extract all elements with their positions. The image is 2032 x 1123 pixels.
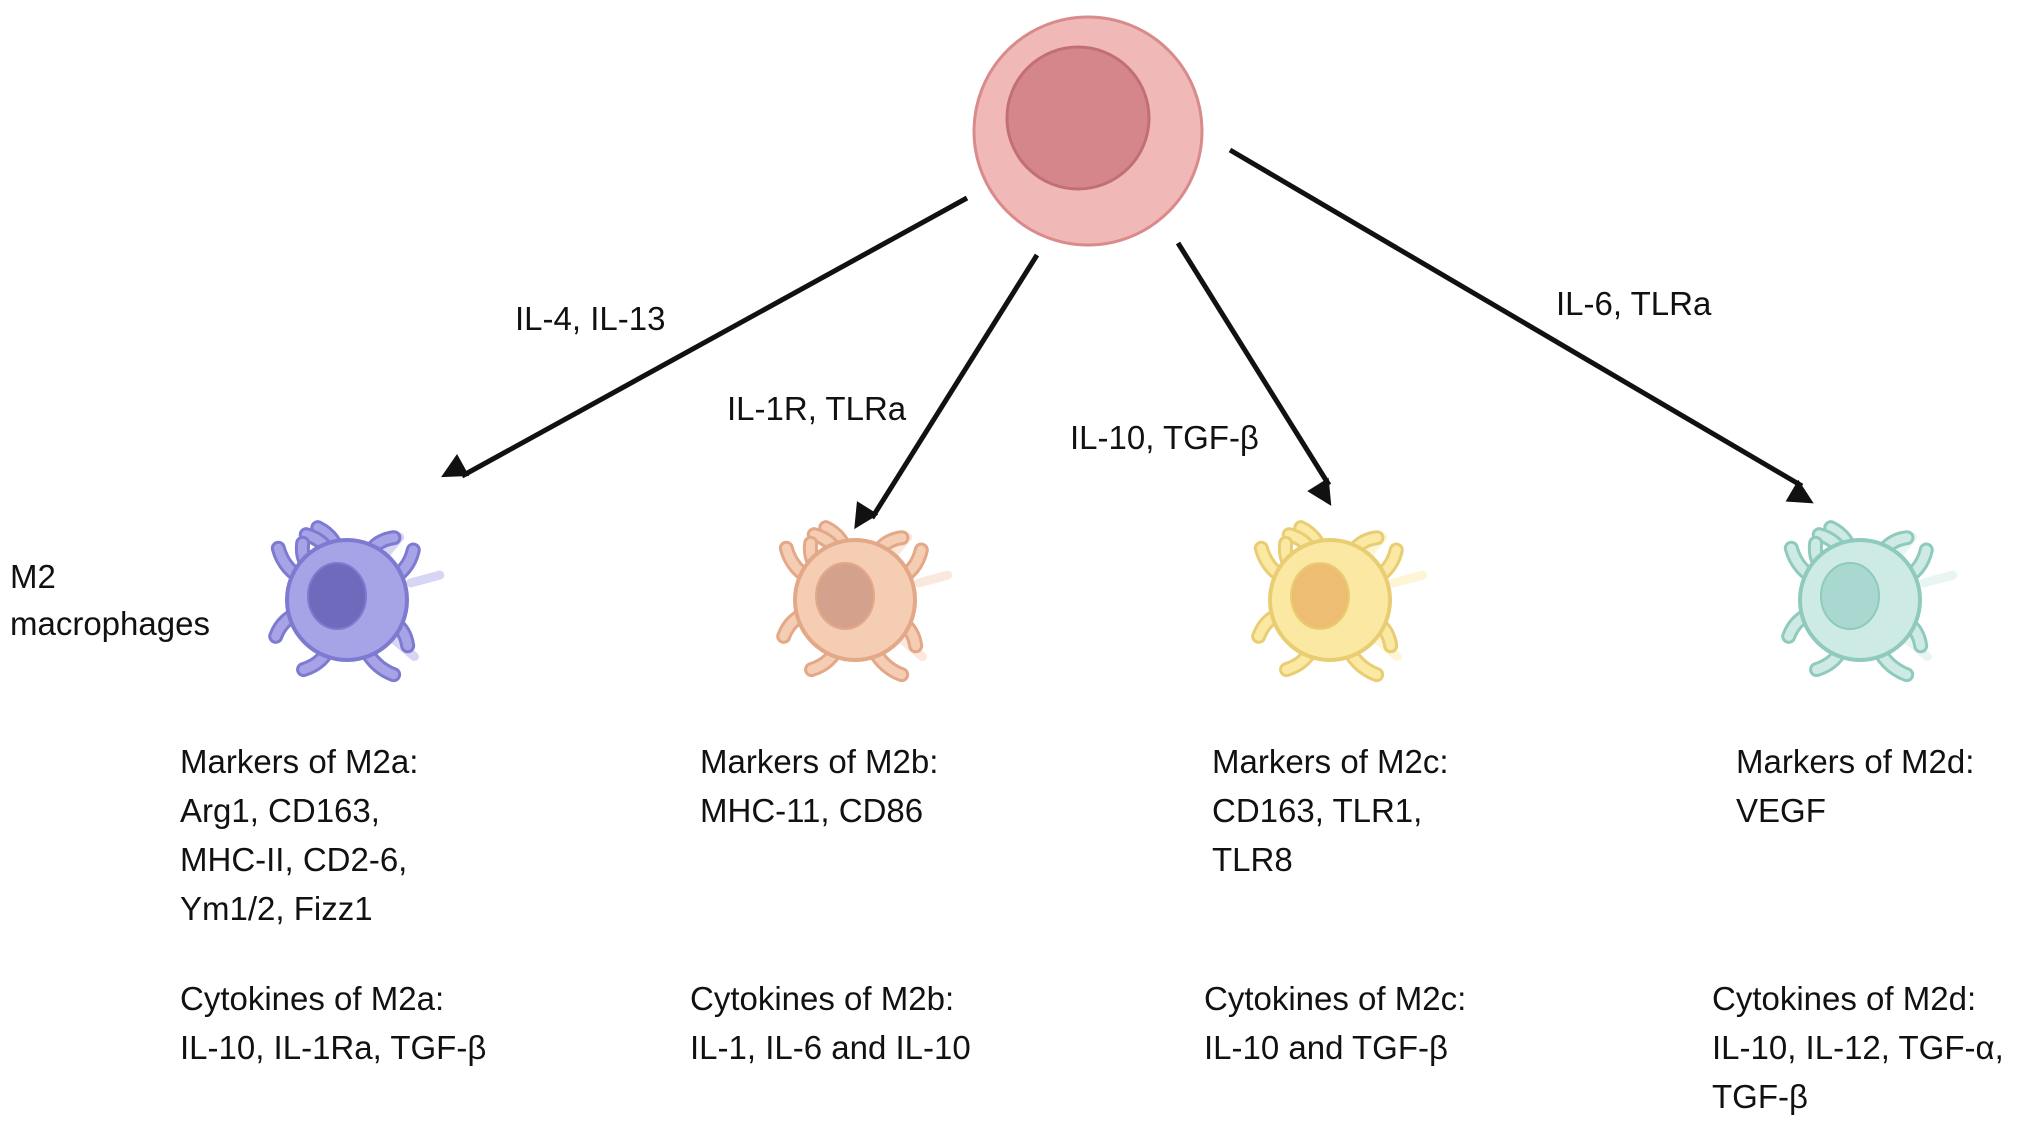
cytokines-m2c: Cytokines of M2c: IL-10 and TGF-β [1204, 974, 1466, 1072]
cell-nucleus [815, 562, 875, 630]
arrow-to-m2c [1175, 241, 1332, 506]
cytokines-m2a: Cytokines of M2a: IL-10, IL-1Ra, TGF-β [180, 974, 486, 1072]
cytokines-line: TGF-β [1712, 1078, 1808, 1115]
cytokines-title-m2b: Cytokines of M2b: [690, 980, 955, 1017]
arrow-to-m2b [854, 253, 1040, 530]
stimulus-label-m2b: IL-1R, TLRa [727, 390, 907, 427]
markers-m2d: Markers of M2d: VEGF [1736, 737, 1974, 835]
macrophage-cells [268, 520, 1958, 683]
markers-line: MHC-II, CD2-6, [180, 841, 408, 878]
markers-line: TLR8 [1212, 841, 1293, 878]
arrow-to-m2d [1228, 147, 1814, 504]
cell-type-label: M2 macrophages [10, 558, 210, 642]
stimulus-label-m2d: IL-6, TLRa [1556, 285, 1712, 322]
cytokines-title-m2c: Cytokines of M2c: [1204, 980, 1467, 1017]
cytokines-m2d: Cytokines of M2d: IL-10, IL-12, TGF-α, T… [1712, 974, 2004, 1121]
macrophage-m2c [1251, 520, 1428, 683]
cytokines-m2b: Cytokines of M2b: IL-1, IL-6 and IL-10 [690, 974, 971, 1072]
cytokines-line: IL-10, IL-12, TGF-α, [1712, 1029, 2004, 1066]
macrophage-m2a [268, 520, 445, 683]
markers-title-m2d: Markers of M2d: [1736, 743, 1975, 780]
markers-m2c: Markers of M2c: CD163, TLR1, TLR8 [1212, 737, 1449, 884]
cell-process-faint [1389, 570, 1428, 588]
stimulus-label-m2c: IL-10, TGF-β [1070, 419, 1259, 456]
cell-process-faint [914, 570, 953, 588]
cytokines-title-m2a: Cytokines of M2a: [180, 980, 445, 1017]
cell-nucleus [1820, 562, 1880, 630]
source-cell-nucleus [1005, 45, 1151, 191]
stimulus-label-m2a: IL-4, IL-13 [515, 300, 666, 337]
cytokines-title-m2d: Cytokines of M2d: [1712, 980, 1977, 1017]
markers-line: CD163, TLR1, [1212, 792, 1423, 829]
cell-process-faint [406, 570, 445, 588]
cytokines-line: IL-10, IL-1Ra, TGF-β [180, 1029, 487, 1066]
markers-line: Ym1/2, Fizz1 [180, 890, 373, 927]
markers-line: MHC-11, CD86 [700, 792, 924, 829]
markers-line: Arg1, CD163, [180, 792, 380, 829]
arrow-to-m2a [441, 195, 969, 479]
markers-m2a: Markers of M2a: Arg1, CD163, MHC-II, CD2… [180, 737, 418, 933]
cytokines-line: IL-1, IL-6 and IL-10 [690, 1029, 971, 1066]
markers-m2b: Markers of M2b: MHC-11, CD86 [700, 737, 938, 835]
markers-line: VEGF [1736, 792, 1826, 829]
polarization-arrows [441, 147, 1814, 530]
cytokines-line: IL-10 and TGF-β [1204, 1029, 1448, 1066]
cell-process-faint [1919, 570, 1958, 588]
macrophage-m2d [1781, 520, 1958, 683]
cell-nucleus [307, 562, 367, 630]
macrophage-m2b [776, 520, 953, 683]
cell-nucleus [1290, 562, 1350, 630]
markers-title-m2b: Markers of M2b: [700, 743, 939, 780]
markers-title-m2c: Markers of M2c: [1212, 743, 1449, 780]
source-cell [972, 15, 1204, 247]
markers-title-m2a: Markers of M2a: [180, 743, 419, 780]
